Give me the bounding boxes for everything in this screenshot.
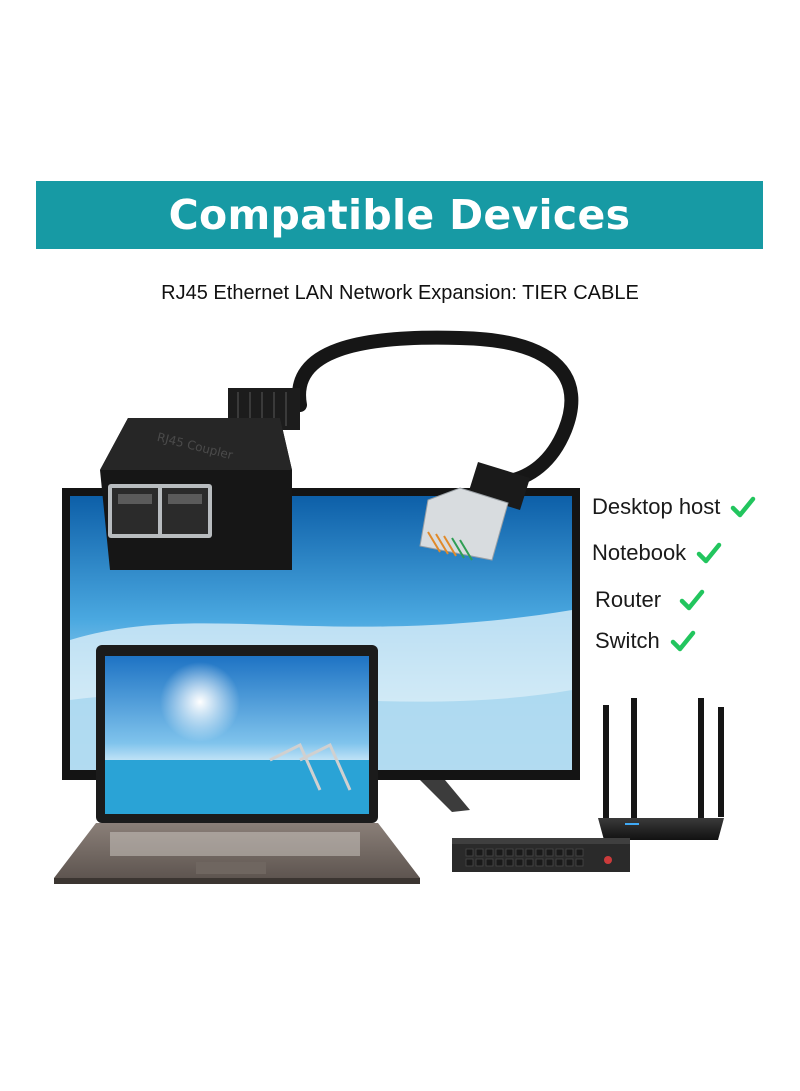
subtitle: RJ45 Ethernet LAN Network Expansion: TIE… [161, 282, 639, 304]
list-item-notebook: Notebook [592, 540, 722, 566]
device-label: Router [595, 587, 662, 612]
device-label: Desktop host [592, 494, 721, 519]
device-label: Notebook [592, 540, 687, 565]
check-icon [679, 589, 705, 611]
laptop [54, 645, 420, 884]
list-item-router: Router [595, 587, 705, 613]
router [598, 698, 724, 840]
check-icon [696, 542, 722, 564]
device-label: Switch [595, 628, 660, 653]
banner-title: Compatible Devices [168, 191, 631, 239]
list-item-switch: Switch [595, 628, 696, 654]
rj45-coupler [100, 418, 292, 570]
rj45-plug [419, 462, 530, 561]
banner: Compatible Devices [36, 181, 763, 249]
network-switch [452, 838, 630, 872]
check-icon [670, 630, 696, 652]
check-icon [731, 496, 756, 518]
ethernet-cable [228, 330, 579, 561]
list-item-desktop-host: Desktop host [592, 494, 756, 520]
